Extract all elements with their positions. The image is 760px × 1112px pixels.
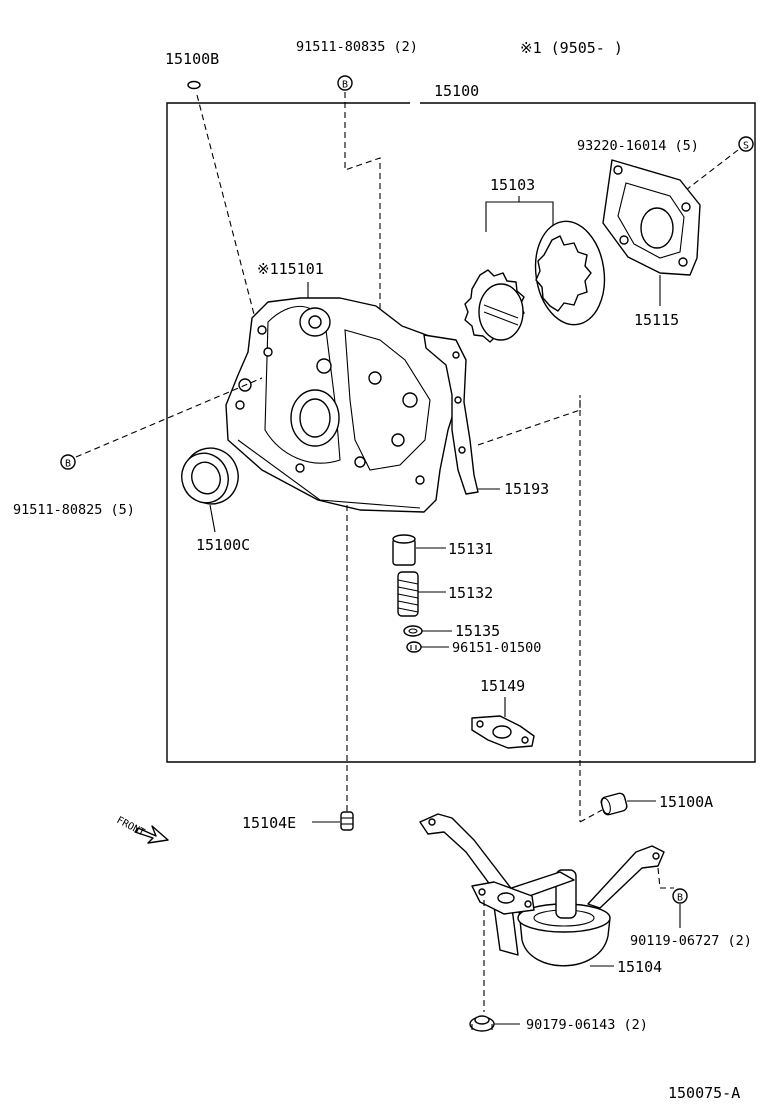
inner-rotor-15103: [464, 269, 525, 343]
snap-ring-96151-01500: [406, 641, 422, 653]
label-15100A: 15100A: [659, 793, 713, 811]
bolt-marker-letter: B: [342, 80, 348, 91]
label-15100B: 15100B: [165, 50, 219, 68]
label-15132: 15132: [448, 584, 493, 602]
label-91511-80835: 91511-80835 (2): [296, 39, 418, 55]
oil-strainer-15104: [419, 813, 665, 967]
nut-90179-06143: [469, 1015, 495, 1032]
relief-valve-15131: [392, 534, 416, 566]
oil-seal-15100C: [181, 447, 239, 505]
pump-cover-15115: [602, 159, 701, 276]
front-direction-arrow: [134, 825, 169, 844]
label-15101: ※115101: [257, 260, 324, 278]
bolt-marker-letter: B: [677, 893, 683, 904]
label-15193: 15193: [504, 480, 549, 498]
screw-marker-letter: S: [743, 141, 749, 152]
label-15100: 15100: [434, 82, 479, 100]
outer-rotor-15103: [534, 220, 606, 326]
label-90179-06143: 90179-06143 (2): [526, 1017, 648, 1033]
label-15104: 15104: [617, 958, 662, 976]
label-15100C: 15100C: [196, 536, 250, 554]
o-ring-15100B: [187, 80, 201, 90]
bolt-marker-91511-80825: B: [60, 454, 76, 470]
label-91511-80825: 91511-80825 (5): [13, 502, 135, 518]
retainer-15135: [403, 625, 423, 637]
o-ring-15104E: [340, 811, 354, 831]
bolt-marker-91511-80835: B: [337, 75, 353, 91]
pump-body-15101: [225, 297, 461, 513]
assembly-15100-box: [166, 102, 756, 763]
front-label: FRONT: [115, 815, 147, 839]
o-ring-15100A: [600, 792, 628, 816]
label-15149: 15149: [480, 677, 525, 695]
gasket-15149: [471, 715, 535, 749]
label-15115: 15115: [634, 311, 679, 329]
gasket-15193: [423, 334, 479, 495]
label-90119-06727: 90119-06727 (2): [630, 933, 752, 949]
label-93220-16014: 93220-16014 (5): [577, 138, 699, 154]
label-15103: 15103: [490, 176, 535, 194]
label-15104E: 15104E: [242, 814, 296, 832]
screw-marker-93220-16014: S: [738, 136, 754, 152]
spring-15132: [397, 571, 419, 617]
label-15131: 15131: [448, 540, 493, 558]
bolt-marker-letter: B: [65, 459, 71, 470]
label-96151-01500: 96151-01500: [452, 640, 541, 656]
label-15135: 15135: [455, 622, 500, 640]
note-variant-date: ※1 (9505- ): [520, 39, 623, 57]
bolt-marker-90119-06727: B: [672, 888, 688, 904]
drawing-number: 150075-A: [668, 1084, 740, 1102]
